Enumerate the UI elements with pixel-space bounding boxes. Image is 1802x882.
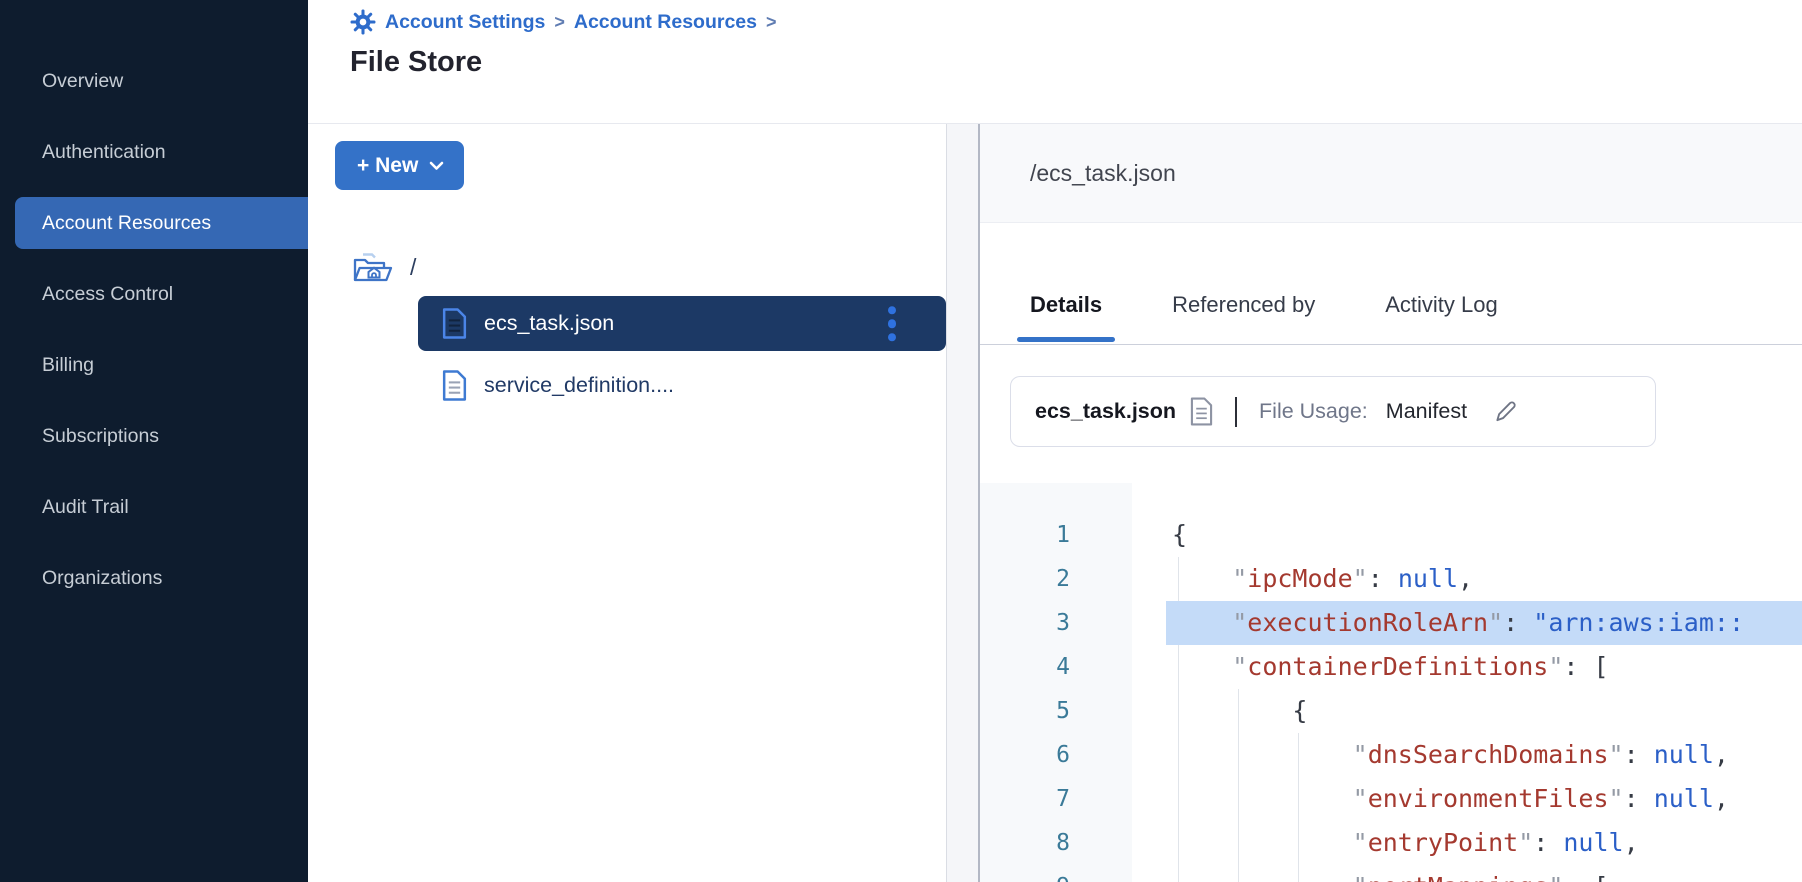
file-path-header: /ecs_task.json bbox=[980, 124, 1802, 223]
line-number: 6 bbox=[980, 733, 1132, 777]
breadcrumb-separator: > bbox=[766, 12, 777, 33]
code-line: "executionRoleArn": "arn:aws:iam:: bbox=[1166, 601, 1802, 645]
line-number: 1 bbox=[980, 513, 1132, 557]
root-folder-row[interactable]: / bbox=[352, 241, 416, 293]
tab-activity-log[interactable]: Activity Log bbox=[1385, 292, 1498, 318]
details-tabs: Details Referenced by Activity Log bbox=[980, 223, 1802, 345]
indent-guide bbox=[1238, 865, 1239, 882]
indent-guide bbox=[1238, 689, 1239, 733]
indent-guide bbox=[1298, 777, 1299, 821]
indent-guide bbox=[1178, 689, 1179, 733]
indent-guide bbox=[1298, 733, 1299, 777]
tab-referenced-by[interactable]: Referenced by bbox=[1172, 292, 1315, 318]
file-name: service_definition.... bbox=[484, 373, 674, 398]
breadcrumb: Account Settings > Account Resources > bbox=[350, 9, 777, 35]
code-viewer[interactable]: 123456789 { "ipcMode": null, "executionR… bbox=[980, 483, 1802, 882]
line-number: 2 bbox=[980, 557, 1132, 601]
code-line: { bbox=[1132, 689, 1802, 733]
code-content: { "ipcMode": null, "executionRoleArn": "… bbox=[1132, 483, 1802, 882]
indent-guide bbox=[1238, 821, 1239, 865]
sidebar: OverviewAuthenticationAccount ResourcesA… bbox=[0, 0, 308, 882]
edit-usage-button[interactable] bbox=[1493, 399, 1518, 424]
indent-guide bbox=[1178, 821, 1179, 865]
breadcrumb-link-account-resources[interactable]: Account Resources bbox=[574, 11, 757, 34]
breadcrumb-link-account-settings[interactable]: Account Settings bbox=[385, 11, 545, 34]
sidebar-item-organizations[interactable]: Organizations bbox=[0, 552, 308, 604]
indent-guide bbox=[1178, 557, 1179, 601]
file-usage-value: Manifest bbox=[1386, 399, 1467, 424]
page-header: Account Settings > Account Resources > F… bbox=[308, 0, 1802, 124]
code-line: "ipcMode": null, bbox=[1132, 557, 1802, 601]
file-path: /ecs_task.json bbox=[1030, 160, 1176, 187]
line-number: 7 bbox=[980, 777, 1132, 821]
sidebar-item-subscriptions[interactable]: Subscriptions bbox=[0, 410, 308, 462]
file-icon bbox=[442, 370, 467, 401]
code-line: { bbox=[1132, 513, 1802, 557]
file-row-ecs-task-json[interactable]: ecs_task.json bbox=[418, 296, 946, 351]
home-folder-icon bbox=[352, 250, 394, 284]
line-number: 3 bbox=[980, 601, 1132, 645]
sidebar-item-access-control[interactable]: Access Control bbox=[0, 268, 308, 320]
sidebar-item-billing[interactable]: Billing bbox=[0, 339, 308, 391]
line-number: 8 bbox=[980, 821, 1132, 865]
root-folder-label: / bbox=[410, 254, 416, 281]
gear-icon bbox=[350, 9, 376, 35]
code-line: "entryPoint": null, bbox=[1132, 821, 1802, 865]
new-button[interactable]: + New bbox=[335, 141, 464, 190]
tab-details[interactable]: Details bbox=[1030, 292, 1102, 318]
line-number: 5 bbox=[980, 689, 1132, 733]
new-button-label: + New bbox=[357, 154, 418, 178]
indent-guide bbox=[1178, 865, 1179, 882]
code-line: "dnsSearchDomains": null, bbox=[1132, 733, 1802, 777]
sidebar-item-audit-trail[interactable]: Audit Trail bbox=[0, 481, 308, 533]
file-row-service-definition[interactable]: service_definition.... bbox=[418, 358, 946, 413]
sidebar-item-account-resources[interactable]: Account Resources bbox=[15, 197, 308, 249]
sidebar-item-overview[interactable]: Overview bbox=[0, 55, 308, 107]
code-line: "environmentFiles": null, bbox=[1132, 777, 1802, 821]
file-info-name: ecs_task.json bbox=[1035, 399, 1176, 424]
file-info-box: ecs_task.json File Usage: Manifest bbox=[1010, 376, 1656, 447]
document-icon bbox=[1190, 397, 1213, 426]
indent-guide bbox=[1238, 733, 1239, 777]
indent-guide bbox=[1178, 777, 1179, 821]
panel-resizer[interactable] bbox=[946, 124, 980, 882]
line-number: 9 bbox=[980, 865, 1132, 882]
file-icon bbox=[442, 308, 467, 339]
line-number: 4 bbox=[980, 645, 1132, 689]
indent-guide bbox=[1298, 865, 1299, 882]
file-details-panel: /ecs_task.json Details Referenced by Activ… bbox=[980, 124, 1802, 882]
file-menu-kebab-icon[interactable] bbox=[884, 302, 901, 346]
sidebar-nav: OverviewAuthenticationAccount ResourcesA… bbox=[0, 55, 308, 604]
page-title: File Store bbox=[350, 46, 482, 79]
indent-guide bbox=[1178, 645, 1179, 689]
sidebar-item-authentication[interactable]: Authentication bbox=[0, 126, 308, 178]
code-line: "portMappings": [ bbox=[1132, 865, 1802, 882]
indent-guide bbox=[1298, 821, 1299, 865]
file-tree-panel: + New / ecs_task.json service_definition… bbox=[308, 124, 946, 882]
line-number-gutter: 123456789 bbox=[980, 483, 1132, 882]
indent-guide bbox=[1178, 733, 1179, 777]
file-usage-label: File Usage: bbox=[1259, 399, 1368, 424]
indent-guide bbox=[1238, 777, 1239, 821]
chevron-down-icon bbox=[429, 161, 444, 171]
file-name: ecs_task.json bbox=[484, 311, 614, 336]
code-line: "containerDefinitions": [ bbox=[1132, 645, 1802, 689]
divider bbox=[1235, 397, 1237, 427]
breadcrumb-separator: > bbox=[554, 12, 565, 33]
